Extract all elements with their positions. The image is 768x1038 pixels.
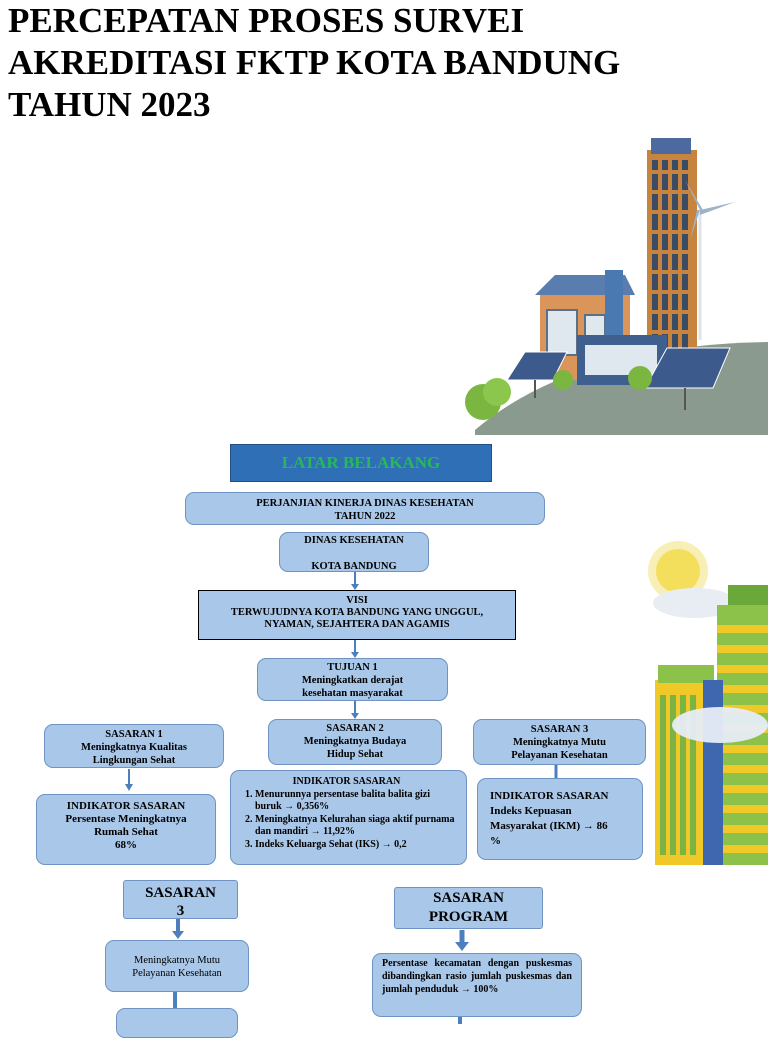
sasaran-3-line-2: Meningkatnya Mutu <box>512 737 607 748</box>
sasaran-3-lower-line-1: SASARAN <box>145 885 216 901</box>
sasaran-3-line-3: Pelayanan Kesehatan <box>511 750 608 761</box>
indikator-3-box: INDIKATOR SASARAN Indeks Kepuasan Masyar… <box>477 778 643 860</box>
sasaran-3-lower-line-2: 3 <box>176 903 185 919</box>
city-illustration <box>465 138 768 435</box>
indikator-1-value: 68% <box>115 839 137 851</box>
sasaran-1-line-2: Meningkatnya Kualitas <box>81 742 187 753</box>
connector-persentase-bottom <box>457 1017 463 1024</box>
tujuan-line-2: Meningkatkan derajat <box>301 675 404 686</box>
arrow-sasaran1-indikator1 <box>124 769 134 791</box>
sasaran-1-line-1: SASARAN 1 <box>105 729 163 740</box>
dinas-line-2: KOTA BANDUNG <box>311 561 397 572</box>
mutu-pelayanan-box: Meningkatnya Mutu Pelayanan Kesehatan <box>105 940 249 992</box>
indikator-1-line-3: Rumah Sehat <box>94 826 158 838</box>
dinas-kesehatan-box: DINAS KESEHATAN KOTA BANDUNG <box>279 532 429 572</box>
indikator-2-item: Meningkatnya Kelurahan siaga aktif purna… <box>255 814 458 839</box>
indikator-1-box: INDIKATOR SASARAN Persentase Meningkatny… <box>36 794 216 865</box>
indikator-2-list: Menurunnya persentase balita balita gizi… <box>235 789 458 852</box>
sasaran-2-box: SASARAN 2 Meningkatnya Budaya Hidup Seha… <box>268 719 442 765</box>
dinas-line-1: DINAS KESEHATAN <box>304 535 404 546</box>
bottom-box-partial <box>116 1008 238 1038</box>
indikator-2-title: INDIKATOR SASARAN <box>292 776 401 787</box>
indikator-3-line-2: Indeks Kepuasan <box>490 805 572 817</box>
sasaran-3-lower-box: SASARAN 3 <box>123 880 238 919</box>
perjanjian-line-1: PERJANJIAN KINERJA DINAS KESEHATAN <box>256 498 474 509</box>
sasaran-1-box: SASARAN 1 Meningkatnya Kualitas Lingkung… <box>44 724 224 768</box>
latar-belakang-header: LATAR BELAKANG <box>230 444 492 482</box>
persentase-box: Persentase kecamatan dengan puskesmas di… <box>372 953 582 1017</box>
tujuan-line-3: kesehatan masyarakat <box>302 688 403 699</box>
arrow-program-persentase <box>455 930 469 951</box>
indikator-3-line-4: % <box>490 835 501 847</box>
connector-mutu-bottom <box>172 992 178 1008</box>
indikator-3-line-3: Masyarakat (IKM) → 86 <box>490 820 608 832</box>
indikator-2-item: Indeks Keluarga Sehat (IKS) → 0,2 <box>255 839 458 852</box>
connector-sasaran3-indikator3 <box>553 765 559 779</box>
sasaran-1-line-3: Lingkungan Sehat <box>92 755 176 766</box>
perjanjian-line-2: TAHUN 2022 <box>334 511 396 522</box>
sasaran-program-line-1: SASARAN <box>433 890 504 906</box>
arrow-tujuan-sasaran2 <box>350 701 360 719</box>
arrow-sasaran3-mutu <box>172 919 184 939</box>
visi-line-3: NYAMAN, SEJAHTERA DAN AGAMIS <box>264 619 450 630</box>
indikator-3-title: INDIKATOR SASARAN <box>490 790 609 802</box>
tujuan-line-1: TUJUAN 1 <box>327 662 378 673</box>
visi-box: VISI TERWUJUDNYA KOTA BANDUNG YANG UNGGU… <box>198 590 516 640</box>
indikator-1-title: INDIKATOR SASARAN <box>66 800 186 812</box>
indikator-2-box: INDIKATOR SASARAN Menurunnya persentase … <box>230 770 467 865</box>
sasaran-2-line-2: Meningkatnya Budaya <box>303 736 407 747</box>
mutu-line-1: Meningkatnya Mutu <box>133 955 221 966</box>
sasaran-2-line-3: Hidup Sehat <box>326 749 384 760</box>
indikator-1-line-2: Persentase Meningkatnya <box>65 813 187 825</box>
sasaran-3-line-1: SASARAN 3 <box>530 724 589 735</box>
perjanjian-kinerja-box: PERJANJIAN KINERJA DINAS KESEHATAN TAHUN… <box>185 492 545 525</box>
arrow-dinas-visi <box>350 572 360 590</box>
sasaran-program-box: SASARAN PROGRAM <box>394 887 543 929</box>
page-title: PERCEPATAN PROSES SURVEI AKREDITASI FKTP… <box>8 1 621 124</box>
building-illustration <box>648 541 768 865</box>
arrow-visi-tujuan <box>350 640 360 658</box>
visi-line-2: TERWUJUDNYA KOTA BANDUNG YANG UNGGUL, <box>230 607 484 618</box>
indikator-2-item: Menurunnya persentase balita balita gizi… <box>255 789 458 814</box>
mutu-line-2: Pelayanan Kesehatan <box>132 968 222 979</box>
sasaran-3-box: SASARAN 3 Meningkatnya Mutu Pelayanan Ke… <box>473 719 646 765</box>
persentase-text: Persentase kecamatan dengan puskesmas di… <box>382 958 572 995</box>
sasaran-2-line-1: SASARAN 2 <box>326 723 384 734</box>
sasaran-program-line-2: PROGRAM <box>428 909 509 925</box>
tujuan-box: TUJUAN 1 Meningkatkan derajat kesehatan … <box>257 658 448 701</box>
visi-line-1: VISI <box>346 595 368 606</box>
